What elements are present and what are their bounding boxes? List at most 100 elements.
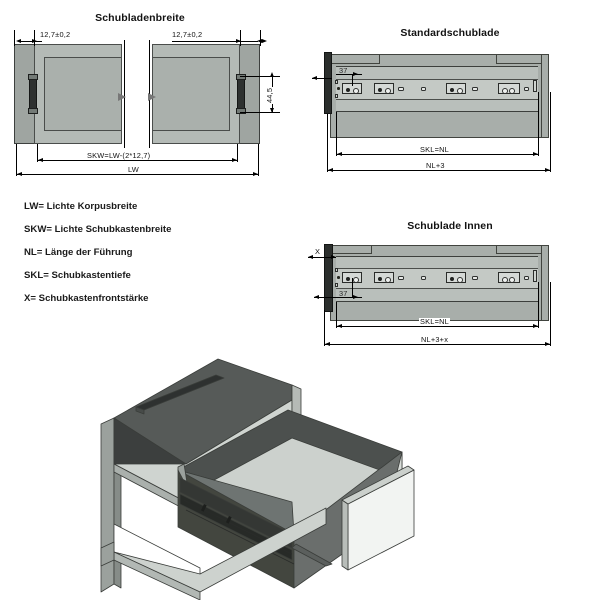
slide-rail-cap-left-top (28, 74, 38, 80)
dim-line-skl-inner (336, 326, 538, 327)
bracket-bolt (346, 276, 350, 281)
ext-line-nl3x-right (550, 282, 551, 346)
mounting-bracket-2 (374, 83, 394, 94)
rail-slot-2 (421, 86, 426, 91)
legend-item-nl: NL= Länge der Führung (24, 247, 133, 259)
rail-slot-4 (524, 86, 529, 91)
ext-line-skl-right (538, 92, 539, 156)
dim-arrow-left-gap-b (32, 39, 37, 43)
legend: LW= Lichte Korpusbreite SKW= Lichte Schu… (24, 202, 274, 317)
ext-line-nl3x-left (324, 310, 325, 346)
diagram-schubladenbreite: Schubladenbreite 12,7±0,2 (0, 0, 300, 195)
bracket-ring (385, 276, 391, 283)
bracket-ring (353, 276, 359, 283)
dim-arrow-x-right (331, 255, 336, 259)
mounting-bracket-inner-2 (374, 272, 394, 283)
dim-line-lw (16, 174, 258, 175)
dim-line-right-gap (172, 41, 258, 42)
dim-arrow-skl-left (337, 152, 342, 156)
dim-line-nl3x (324, 344, 550, 345)
drawer-rear-panel-inner (541, 245, 549, 321)
dim-arrow-rail-bottom (270, 108, 274, 113)
dim-arrow-skl-right (533, 152, 538, 156)
bracket-ring (502, 87, 508, 94)
bracket-bolt (378, 276, 382, 281)
legend-item-skw: SKW= Lichte Schubkastenbreite (24, 224, 172, 236)
slide-rail-left (29, 78, 37, 110)
diagram-standardschublade: Standardschublade (300, 0, 600, 200)
rail-slot-inner-1 (398, 275, 404, 280)
rail-hole-left (337, 87, 340, 90)
dim-arrow-nl3-right (545, 168, 550, 172)
dim-arrow-skl-left-inner (337, 324, 342, 328)
legend-item-skl: SKL= Schubkastentiefe (24, 270, 131, 282)
body-notch-right (496, 54, 544, 64)
ext-line-nl3-left (327, 114, 328, 172)
dim-arrow-nl3x-right (545, 342, 550, 346)
dim-skl: SKL=NL (419, 145, 450, 154)
break-gap (122, 40, 152, 148)
dim-arrow-37-outer (312, 76, 317, 80)
bracket-ring (353, 87, 359, 94)
dim-arrow-rail-top (270, 72, 274, 77)
rail-slot-inner-4 (524, 275, 529, 280)
diagram-title-schubladenbreite: Schubladenbreite (95, 12, 185, 24)
ext-line-lw-right (258, 144, 259, 176)
rail-clip-left-top (335, 80, 338, 84)
dim-rail-height: 44,5 (265, 86, 274, 104)
dim-arrow-lw-right (253, 172, 258, 176)
dim-arrow-left-gap-a (16, 39, 21, 43)
dim-arrow-lw-left (17, 172, 22, 176)
dim-arrow-37 (353, 72, 358, 76)
dim-arrow-right-gap-c (262, 39, 267, 43)
body-notch-left (330, 54, 380, 64)
bracket-ring (509, 87, 515, 94)
rail-clip-left-top-inner (335, 268, 338, 272)
slide-rail-cap-right-top (236, 74, 246, 80)
rail-slot-3 (472, 86, 478, 91)
rail-end-clip (533, 80, 537, 92)
drawer-face-left (44, 57, 122, 131)
dim-arrow-right-gap-b (257, 39, 262, 43)
bracket-ring (502, 276, 508, 283)
break-symbol-left (118, 93, 126, 101)
bracket-ring (457, 87, 463, 94)
ext-line-rail-top (240, 76, 280, 77)
slide-rail-right (237, 78, 245, 110)
drawer-front-plate-inner (324, 244, 333, 312)
rail-slot-inner-2 (421, 275, 426, 280)
ext-line-rail-bottom (240, 112, 280, 113)
dim-arrow-skw-right (232, 158, 237, 162)
ext-line-lw-left (16, 144, 17, 176)
body-notch-left-inner (330, 245, 372, 254)
rail-clip-left-bottom-inner (335, 283, 338, 287)
dim-left-gap: 12,7±0,2 (39, 30, 72, 39)
diagram-title-schublade-innen: Schublade Innen (407, 220, 493, 232)
dim-arrow-skl-right-inner (533, 324, 538, 328)
slide-rail-cap-right-bottom (236, 108, 246, 114)
leader-line-37 (352, 74, 353, 86)
dim-line-left-gap (20, 41, 42, 42)
mounting-bracket-4 (498, 83, 520, 94)
ext-line-skl-left-inner (336, 302, 337, 328)
dim-arrow-37-inner-outer (314, 295, 319, 299)
break-symbol-right (148, 93, 156, 101)
diagram-schublade-innen: Schublade Innen (300, 210, 600, 360)
diagram-title-standardschublade: Standardschublade (400, 27, 500, 39)
mounting-bracket-inner-4 (498, 272, 520, 283)
dim-arrow-nl3x-left (325, 342, 330, 346)
dim-line-skl (336, 154, 538, 155)
legend-item-lw: LW= Lichte Korpusbreite (24, 201, 138, 212)
dim-line-nl3 (327, 170, 550, 171)
dim-line-x (308, 257, 336, 258)
ext-line-4 (260, 30, 261, 46)
ext-line-skl-left (336, 112, 337, 156)
dim-line-37 (336, 74, 362, 75)
leader-line-37-inner (352, 278, 353, 297)
ext-line-nl3-right (550, 92, 551, 172)
legend-item-x: X= Schubkastenfrontstärke (24, 293, 149, 305)
dim-arrow-right-gap-a (236, 39, 241, 43)
slide-rail-cap-left-bottom (28, 108, 38, 114)
dim-arrow-x-left (308, 255, 313, 259)
